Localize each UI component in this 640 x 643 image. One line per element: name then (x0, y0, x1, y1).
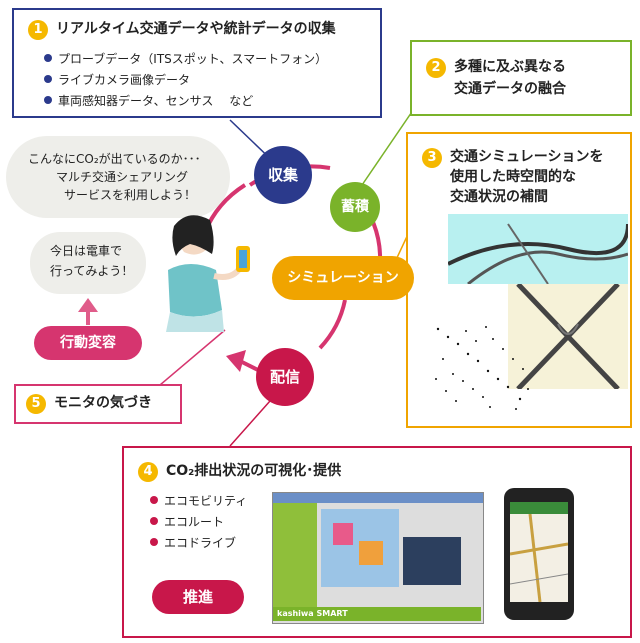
simulation-scatter-image (428, 319, 538, 414)
kashiwa-smart-logo: kashiwa SMART (277, 609, 348, 618)
simulation-map-image (508, 284, 628, 389)
box4-title: CO₂排出状況の可視化･提供 (166, 463, 342, 479)
step-number-4: 4 (138, 462, 158, 482)
behavior-change-pill: 行動変容 (34, 326, 142, 360)
box3-line2: 使用した時空間的な (450, 169, 576, 185)
node-collect: 収集 (254, 146, 312, 204)
box-monitor-awareness: 5 モニタの気づき (14, 384, 182, 424)
step-number-1: 1 (28, 20, 48, 40)
thought-bubble-co2 (6, 136, 230, 218)
box5-label: モニタの気づき (54, 395, 152, 411)
box-simulation: 3 交通シミュレーションを 使用した時空間的な 交通状況の補間 (406, 132, 632, 428)
thought1-line1: こんなにCO₂が出ているのか･･･ (28, 152, 201, 166)
box-data-collection: 1 リアルタイム交通データや統計データの収集 プローブデータ（ITSスポット、ス… (12, 8, 382, 118)
box3-line3: 交通状況の補間 (450, 189, 548, 205)
box-co2-visualization: 4 CO₂排出状況の可視化･提供 エコモビリティ エコルート エコドライブ 推進… (122, 446, 632, 638)
promote-pill: 推進 (152, 580, 244, 614)
box4-item: エコルート (150, 513, 224, 530)
box-data-fusion: 2 多種に及ぶ異なる 交通データの融合 (410, 40, 632, 116)
box3-line1: 交通シミュレーションを (450, 149, 604, 165)
step-number-3: 3 (422, 148, 442, 168)
smartphone-screenshot (504, 488, 574, 620)
thought1-line3: サービスを利用しよう！ (64, 188, 197, 202)
node-store: 蓄積 (330, 182, 380, 232)
thought-bubble-train (30, 232, 146, 294)
box2-line1: 多種に及ぶ異なる (454, 59, 566, 75)
box2-line2: 交通データの融合 (454, 81, 566, 97)
box4-item: エコドライブ (150, 534, 236, 551)
web-portal-screenshot: kashiwa SMART (272, 492, 484, 624)
box1-item: プローブデータ（ITSスポット、スマートフォン） (44, 50, 327, 67)
node-deliver: 配信 (256, 348, 314, 406)
thought1-line2: マルチ交通シェアリング (56, 170, 189, 184)
box1-title: リアルタイム交通データや統計データの収集 (56, 21, 336, 37)
simulation-3d-image (448, 214, 628, 284)
node-simulate: シミュレーション (272, 256, 414, 300)
step-number-5: 5 (26, 394, 46, 414)
box4-item: エコモビリティ (150, 492, 247, 509)
box1-item: 車両感知器データ、センサス など (44, 92, 253, 109)
thought2-line1: 今日は電車で (50, 244, 123, 258)
thought2-line2: 行ってみよう！ (50, 264, 134, 278)
box1-item: ライブカメラ画像データ (44, 71, 190, 88)
step-number-2: 2 (426, 58, 446, 78)
